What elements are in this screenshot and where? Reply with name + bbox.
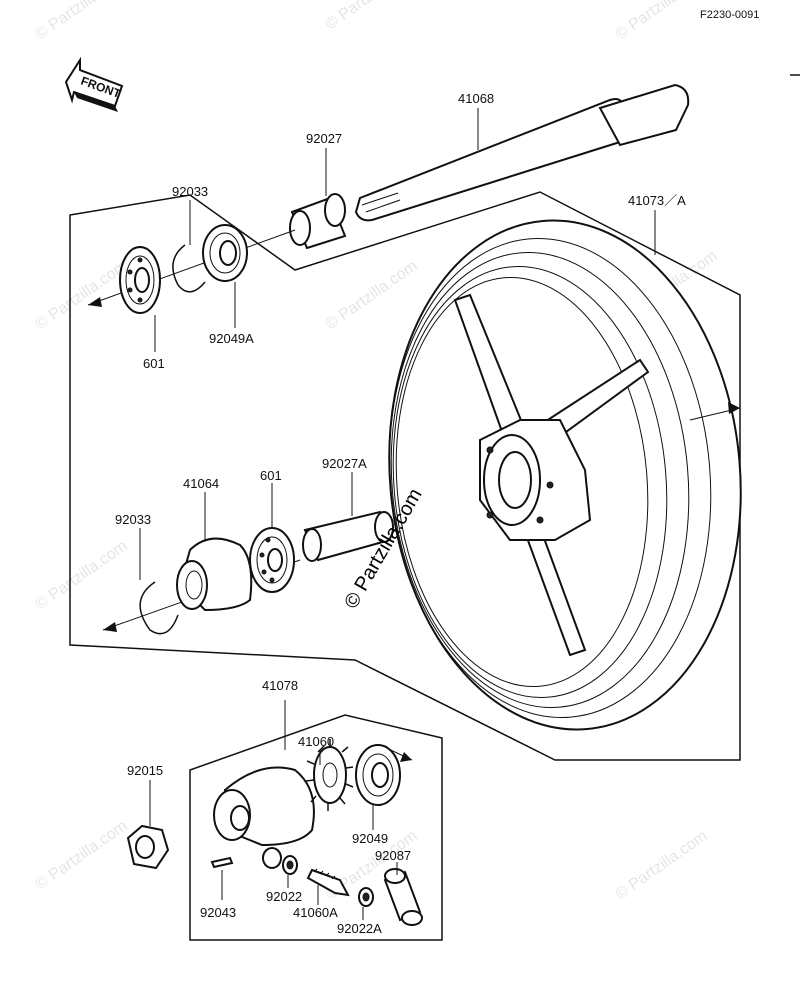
part-label-41078: 41078 — [262, 678, 298, 693]
circlip-92033-lower — [139, 581, 179, 635]
part-label-92027a: 92027A — [322, 456, 367, 471]
part-label-41068: 41068 — [458, 91, 494, 106]
oil-seal-92049a — [202, 224, 248, 282]
lower-assembly-outline — [189, 714, 443, 941]
watermark-text: © Partzilla.com — [613, 0, 711, 43]
watermark-text: © Partzilla.com — [613, 828, 711, 904]
watermark-text: © Partzilla.com — [33, 0, 131, 43]
gear-41060 — [305, 739, 354, 811]
collar-92027 — [289, 193, 347, 250]
part-label-601-upper: 601 — [143, 356, 165, 371]
part-label-92049: 92049 — [352, 831, 388, 846]
front-direction-arrow: FRONT — [64, 56, 124, 112]
part-label-92027: 92027 — [306, 131, 342, 146]
part-label-92043: 92043 — [200, 905, 236, 920]
wheel-41073 — [388, 219, 742, 731]
washer-92022a — [358, 887, 374, 907]
washer-92022 — [282, 855, 298, 875]
watermark-text: © Partzilla.com — [33, 818, 131, 894]
watermark-text: © Partzilla.com — [323, 0, 421, 33]
oil-seal-92049 — [355, 744, 401, 806]
bearing-601-lower — [249, 527, 295, 593]
part-label-92033-lower: 92033 — [115, 512, 151, 527]
part-label-92022: 92022 — [266, 889, 302, 904]
part-label-92087: 92087 — [375, 848, 411, 863]
part-label-41064: 41064 — [183, 476, 219, 491]
nut-92015 — [126, 824, 170, 870]
part-label-41073: 41073／A — [628, 193, 686, 208]
part-label-601-lower: 601 — [260, 468, 282, 483]
diagram-code: F2230-0091 — [700, 9, 759, 21]
bearing-601-upper — [119, 246, 161, 314]
axle-41068 — [354, 83, 690, 222]
hub-ring-41064 — [176, 537, 253, 612]
gear-housing-41078 — [213, 766, 315, 869]
bushing-92087 — [383, 868, 423, 926]
watermark-text: © Partzilla.com — [33, 538, 131, 614]
part-label-92022a: 92022A — [337, 921, 382, 936]
part-label-41060a: 41060A — [293, 905, 338, 920]
part-label-41060: 41060 — [298, 734, 334, 749]
collar-92027a — [302, 510, 394, 562]
pin-92043 — [210, 856, 234, 869]
part-label-92033-upper: 92033 — [172, 184, 208, 199]
part-label-92015: 92015 — [127, 763, 163, 778]
part-label-92049a: 92049A — [209, 331, 254, 346]
watermark-text: © Partzilla.com — [323, 258, 421, 334]
shaft-gear-41060a — [306, 868, 350, 897]
circlip-92033-upper — [172, 244, 206, 293]
upper-assembly-outline — [69, 191, 741, 761]
